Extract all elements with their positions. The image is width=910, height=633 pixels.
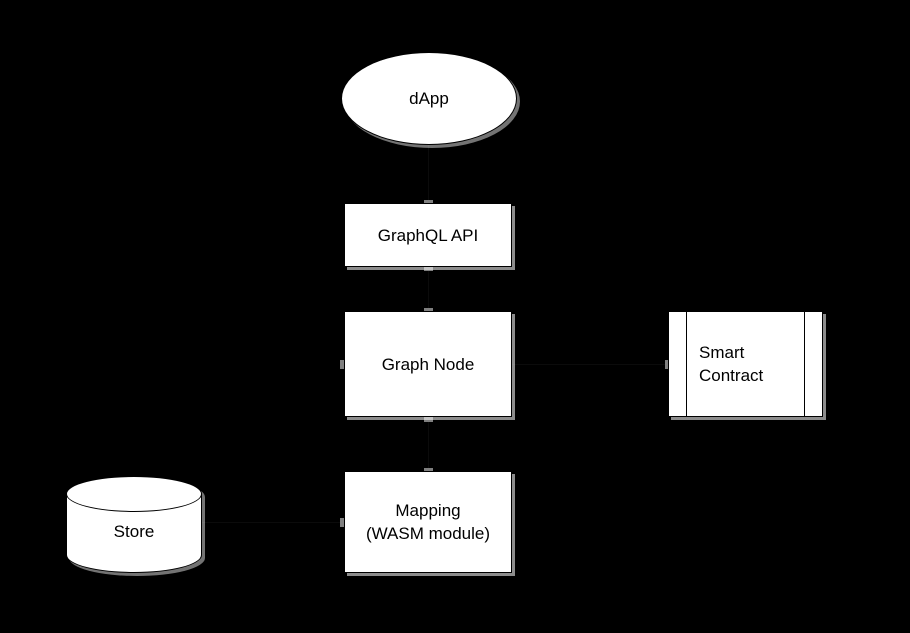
- nub-graphql-api-bottom: [424, 266, 433, 271]
- edge-dapp-to-graphql-api: [428, 140, 429, 206]
- component-rail-left-icon: [686, 312, 687, 416]
- edge-graphql-api-to-graph-node: [428, 266, 429, 314]
- cylinder-top-cap-icon: [66, 476, 202, 512]
- node-store[interactable]: Store: [66, 476, 202, 573]
- node-store-label: Store: [113, 522, 155, 541]
- node-graphql-api[interactable]: GraphQL API: [344, 203, 512, 267]
- edge-graph-node-to-smart-contract: [511, 364, 671, 365]
- nub-graph-node-left: [340, 360, 345, 369]
- node-mapping-label: Mapping (WASM module): [365, 501, 491, 543]
- node-graph-node[interactable]: Graph Node: [344, 311, 512, 417]
- node-smart-contract[interactable]: Smart Contract: [668, 311, 823, 417]
- edge-store-to-mapping: [200, 522, 346, 523]
- node-dapp[interactable]: dApp: [341, 52, 517, 145]
- node-dapp-label: dApp: [409, 89, 449, 108]
- node-graph-node-label: Graph Node: [381, 354, 475, 374]
- nub-mapping-left: [340, 518, 345, 527]
- nub-mapping-top: [424, 468, 433, 473]
- node-smart-contract-label: Smart Contract: [699, 343, 764, 385]
- nub-graph-node-bottom: [424, 417, 433, 422]
- nub-graphql-api-top: [424, 200, 433, 205]
- node-mapping[interactable]: Mapping (WASM module): [344, 471, 512, 573]
- component-rail-right-icon: [804, 312, 805, 416]
- nub-graph-node-top: [424, 308, 433, 313]
- nub-smart-contract-left: [665, 360, 670, 369]
- node-graphql-api-label: GraphQL API: [377, 225, 479, 245]
- edge-graph-node-to-mapping: [428, 415, 429, 474]
